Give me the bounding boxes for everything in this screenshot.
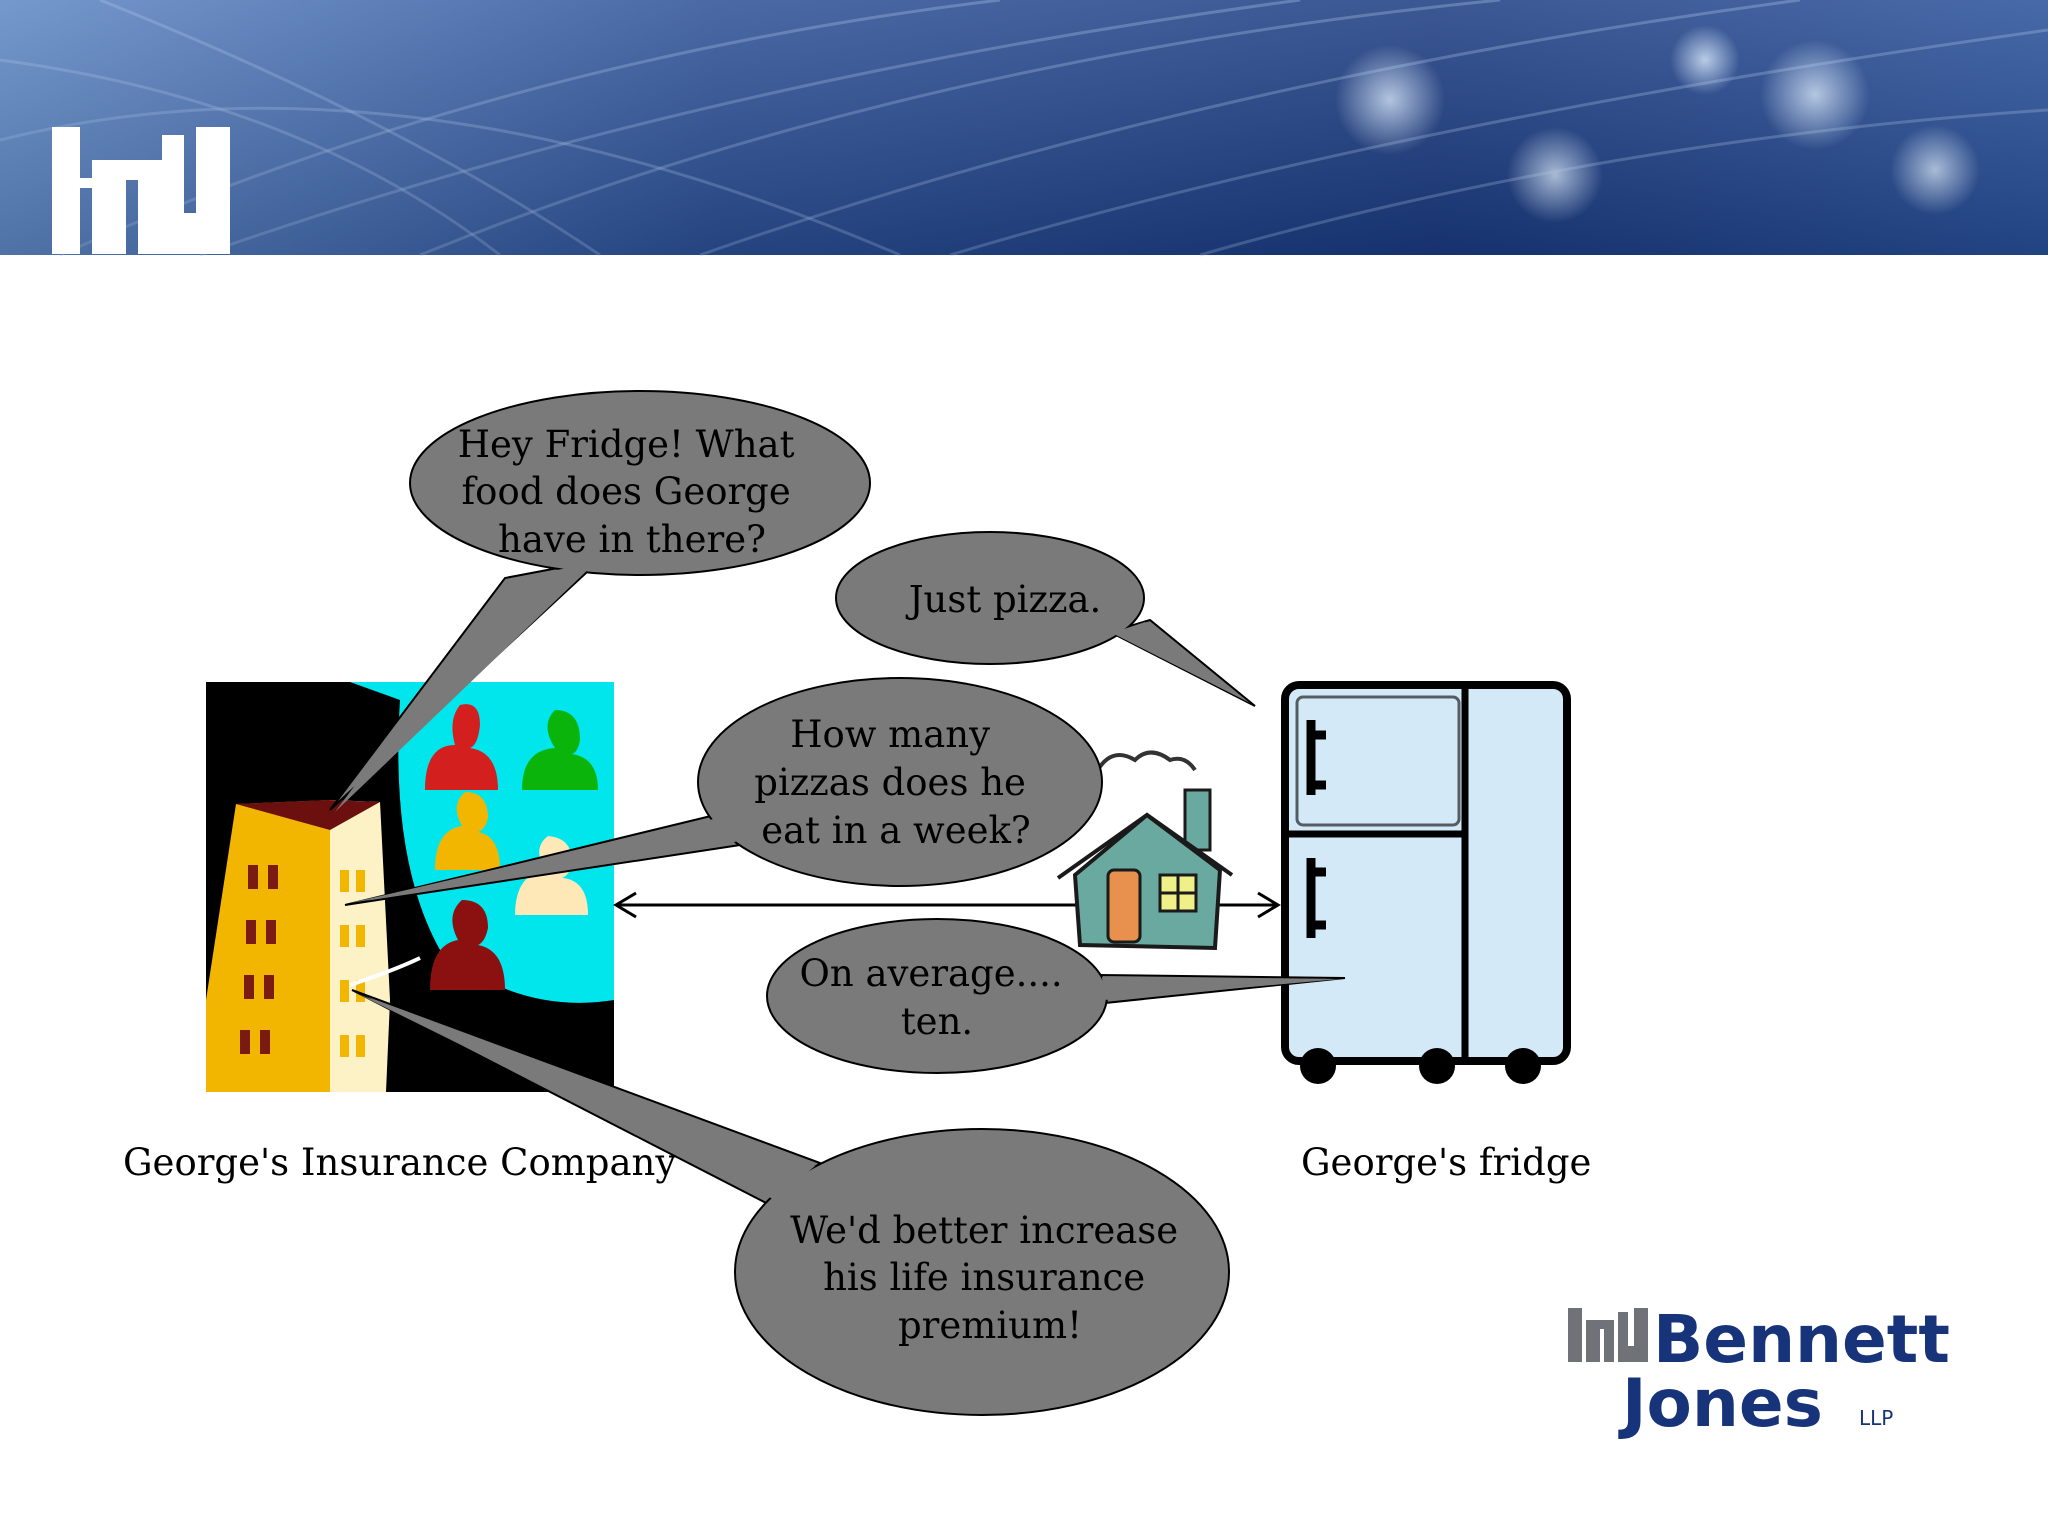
speech-bubble-fridge-answer: Just pizza. [835,531,1256,707]
bubble-text-insurer-conclusion: We'd better increase his life insurance … [790,1209,1190,1347]
header-banner [0,0,2048,257]
logo-llp: LLP [1859,1406,1893,1430]
speech-bubble-insurer-question: Hey Fridge! What food does George have i… [329,390,871,812]
bubble-text-fridge-answer: Just pizza. [905,578,1102,621]
label-insurance-company: George's Insurance Company [123,1141,676,1184]
label-fridge: George's fridge [1301,1141,1591,1184]
fridge-illustration [1281,681,1571,1084]
speech-bubble-insurer-followup: How many pizzas does he eat in a week? [344,677,1103,906]
speech-bubble-fridge-average: On average.... ten. [766,918,1346,1074]
bennett-jones-logo: Bennett Jones LLP [1568,1301,1950,1442]
bubble-text-fridge-average: On average.... ten. [800,952,1075,1043]
house-icon [1050,740,1234,951]
insurance-company-illustration [206,682,614,1092]
logo-emblem-icon [1568,1308,1648,1362]
header-emblem-icon [52,127,230,254]
logo-word-jones: Jones [1618,1365,1823,1442]
people-figures [425,704,598,990]
speech-bubble-insurer-conclusion: We'd better increase his life insurance … [351,989,1230,1416]
bubble-text-insurer-followup: How many pizzas does he eat in a week? [754,713,1037,852]
bubble-text-insurer-question: Hey Fridge! What food does George have i… [458,423,806,561]
logo-word-bennett: Bennett [1653,1301,1950,1378]
